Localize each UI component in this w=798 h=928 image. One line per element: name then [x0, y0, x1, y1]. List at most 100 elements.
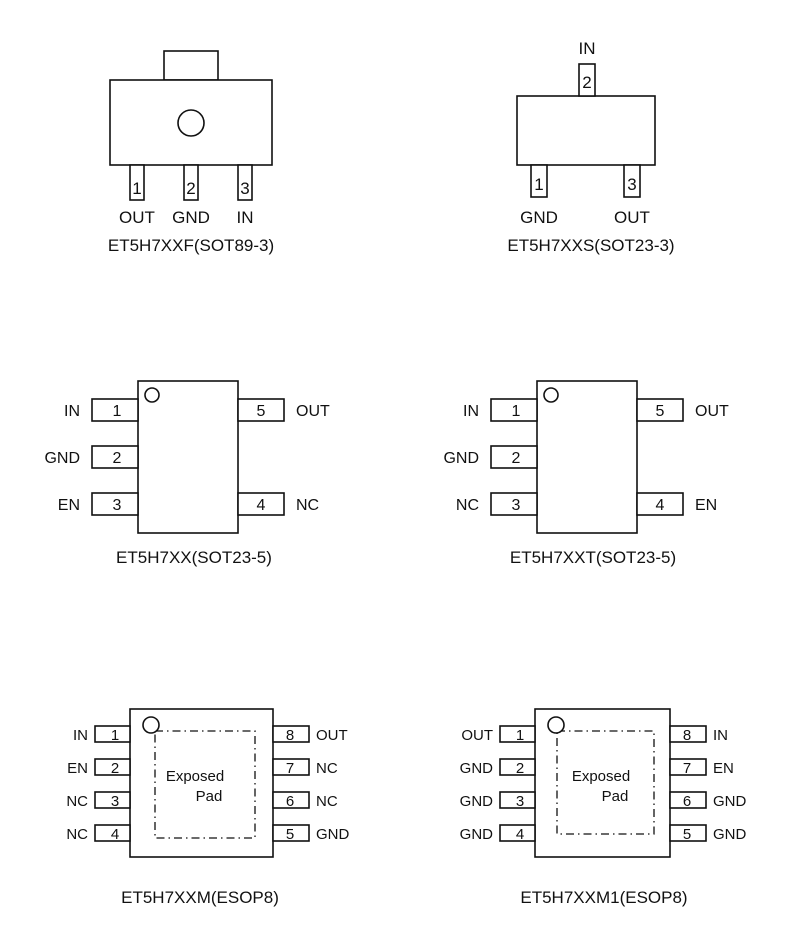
pin-number: 3: [627, 175, 636, 194]
pin-3: [91, 492, 139, 516]
pin-5: [237, 398, 285, 422]
pin-label: IN: [579, 39, 596, 58]
pin-number: 3: [512, 497, 521, 514]
pin-number: 1: [512, 403, 521, 420]
pin-number: 3: [240, 179, 249, 198]
package-title: ET5H7XXT(SOT23-5): [510, 548, 676, 567]
pin-number: 5: [683, 826, 691, 843]
pin-number: 4: [111, 826, 119, 843]
pin-3: [623, 164, 641, 198]
pin-number: 5: [257, 403, 266, 420]
pin1-marker-circle: [144, 387, 160, 403]
pin-number: 1: [534, 175, 543, 194]
pin-1: [91, 398, 139, 422]
tab: [163, 50, 219, 81]
pin-number: 3: [113, 497, 122, 514]
pin-number: 8: [683, 727, 691, 744]
package-title: ET5H7XXM(ESOP8): [121, 888, 279, 907]
pin-label: GND: [172, 208, 210, 227]
pin-label: OUT: [316, 727, 348, 744]
pin-8: [272, 725, 310, 743]
pin-label: GND: [713, 793, 747, 810]
exposed-pad-label: Pad: [602, 788, 629, 805]
pin-label: GND: [44, 450, 80, 467]
exposed-pad-label: Exposed: [166, 768, 224, 785]
pin-number: 7: [286, 760, 294, 777]
pin-label: EN: [695, 497, 717, 514]
pin-label: EN: [58, 497, 80, 514]
pin-1: [94, 725, 131, 743]
pin-label: NC: [456, 497, 479, 514]
pin-4: [94, 824, 131, 842]
pin-2: [183, 164, 199, 201]
pin-label: EN: [67, 760, 88, 777]
pin-label: OUT: [296, 403, 330, 420]
package-title: ET5H7XXF(SOT89-3): [108, 236, 274, 255]
pin-number: 5: [656, 403, 665, 420]
exposed-pad-outline: [154, 730, 256, 839]
pin-6: [669, 791, 707, 809]
pin-label: NC: [296, 497, 319, 514]
pin-7: [272, 758, 310, 776]
pin-3: [499, 791, 536, 809]
pin-label: GND: [443, 450, 479, 467]
pin-label: NC: [66, 793, 88, 810]
pin-label: GND: [460, 826, 494, 843]
pin-number: 5: [286, 826, 294, 843]
package-body: [129, 708, 274, 858]
pin-number: 2: [516, 760, 524, 777]
pin-number: 2: [111, 760, 119, 777]
pin1-marker-circle: [142, 716, 160, 734]
pin-number: 1: [113, 403, 122, 420]
pin-label: NC: [316, 760, 338, 777]
pin-5: [636, 398, 684, 422]
pin-label: NC: [66, 826, 88, 843]
package-body: [137, 380, 239, 534]
pin-1: [490, 398, 538, 422]
pin-2: [91, 445, 139, 469]
pin-5: [272, 824, 310, 842]
exposed-pad-label: Exposed: [572, 768, 630, 785]
pin-label: GND: [713, 826, 747, 843]
pin1-marker-circle: [177, 109, 205, 137]
pin-number: 4: [656, 497, 665, 514]
pin-label: IN: [73, 727, 88, 744]
pin-number: 3: [516, 793, 524, 810]
pin-1: [530, 164, 548, 198]
pin-label: GND: [460, 760, 494, 777]
pin1-marker-circle: [547, 716, 565, 734]
pin-label: IN: [463, 403, 479, 420]
pin-number: 3: [111, 793, 119, 810]
pin-number: 4: [257, 497, 266, 514]
pin1-marker-circle: [543, 387, 559, 403]
pin-4: [237, 492, 285, 516]
package-title: ET5H7XXS(SOT23-3): [507, 236, 674, 255]
pin-5: [669, 824, 707, 842]
pin-3: [490, 492, 538, 516]
pin-1: [499, 725, 536, 743]
pin-number: 2: [186, 179, 195, 198]
pin-label: EN: [713, 760, 734, 777]
pin-label: OUT: [695, 403, 729, 420]
package-title: ET5H7XX(SOT23-5): [116, 548, 272, 567]
pin-label: NC: [316, 793, 338, 810]
pin-2: [94, 758, 131, 776]
pin-number: 4: [516, 826, 524, 843]
pin-4: [636, 492, 684, 516]
pin-label: GND: [520, 208, 558, 227]
pin-number: 1: [111, 727, 119, 744]
pin-2: [490, 445, 538, 469]
pin-number: 2: [113, 450, 122, 467]
pin-number: 6: [286, 793, 294, 810]
pin-label: GND: [316, 826, 350, 843]
package-body: [516, 95, 656, 166]
pin-1: [129, 164, 145, 201]
pin-label: IN: [713, 727, 728, 744]
pin-2: [578, 63, 596, 97]
pin-number: 2: [582, 73, 591, 92]
pin-4: [499, 824, 536, 842]
exposed-pad-outline: [556, 730, 655, 835]
pin-8: [669, 725, 707, 743]
pin-number: 1: [516, 727, 524, 744]
